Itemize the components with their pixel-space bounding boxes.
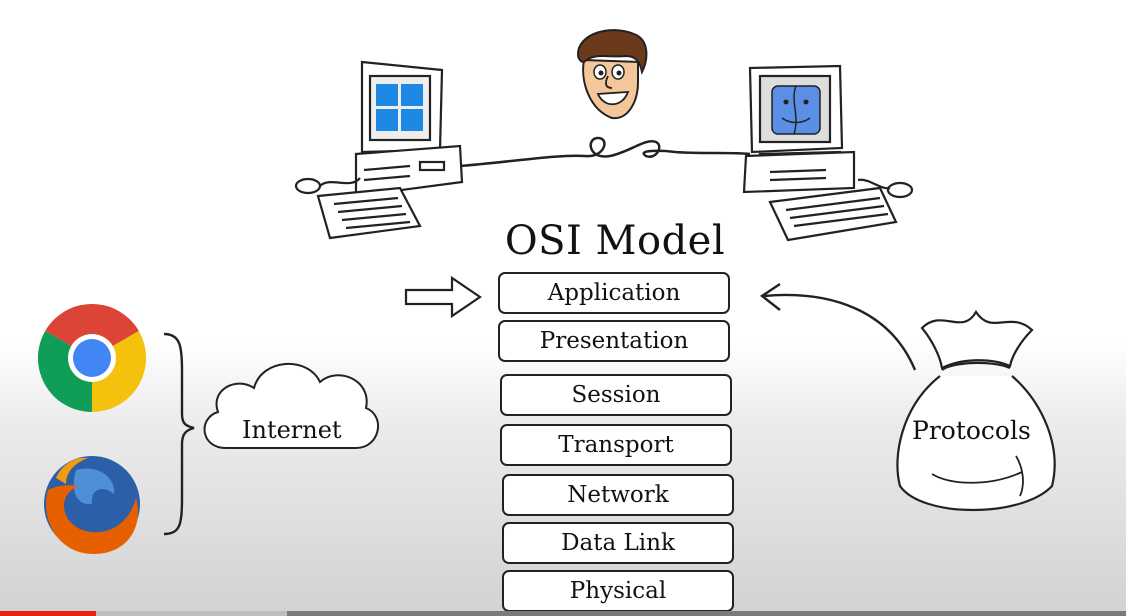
layer-presentation: Presentation (498, 320, 730, 362)
protocols-bag-icon (896, 309, 1056, 512)
protocols-label: Protocols (912, 416, 1031, 445)
mac-computer-icon (742, 64, 914, 242)
windows-logo (376, 84, 423, 131)
chrome-icon (37, 303, 147, 412)
diagram-title: OSI Model (504, 218, 726, 264)
hollow-arrow-icon (404, 275, 482, 319)
layer-data-link: Data Link (502, 522, 734, 564)
progress-buffered (0, 611, 288, 616)
brace-icon (163, 332, 195, 536)
curved-arrow-icon (759, 283, 917, 371)
cloud-icon (203, 362, 379, 449)
cartoon-man-icon (576, 29, 648, 120)
network-cable (459, 136, 751, 168)
layer-application: Application (498, 272, 730, 314)
mac-finder-logo (771, 85, 821, 135)
progress-played (0, 611, 96, 616)
internet-label: Internet (242, 416, 342, 444)
layer-network: Network (502, 474, 734, 516)
layer-session: Session (500, 374, 732, 416)
video-progress-bar[interactable] (0, 611, 1126, 616)
layer-transport: Transport (500, 424, 732, 466)
firefox-icon (44, 456, 140, 554)
windows-computer-icon (294, 60, 464, 240)
layer-physical: Physical (502, 570, 734, 612)
